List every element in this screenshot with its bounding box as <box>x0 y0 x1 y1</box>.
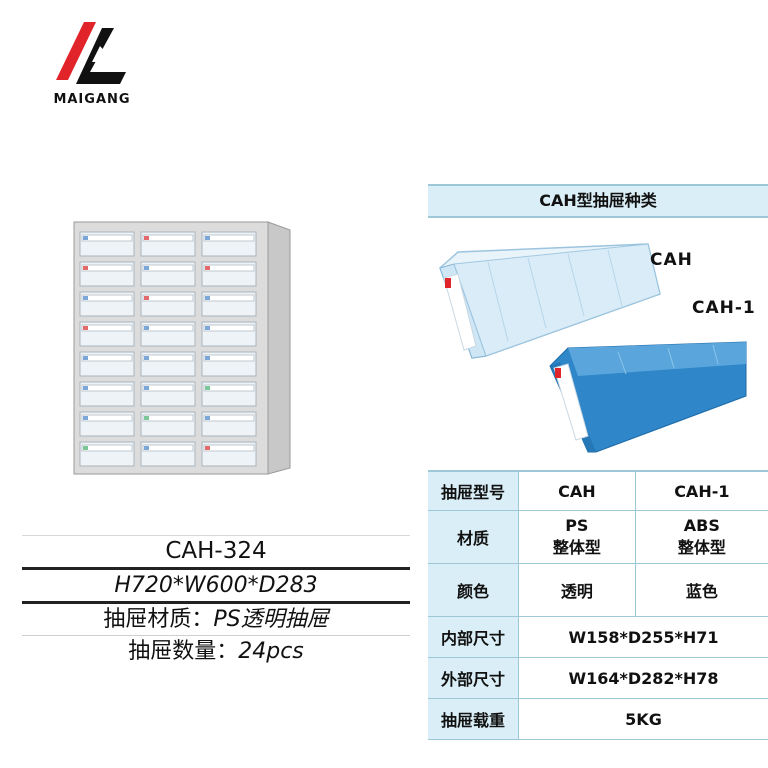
material-cah: PS 整体型 <box>518 510 636 564</box>
table-row: 颜色 透明 蓝色 <box>428 563 768 617</box>
drawer-illustration <box>439 243 747 453</box>
brand-name: MAIGANG <box>53 92 131 107</box>
drawer-label-cah-1: CAH-1 <box>692 298 756 318</box>
table-row: 外部尺寸 W164*D282*H78 <box>428 657 768 699</box>
blue-drawer-image <box>549 341 747 453</box>
product-dimensions: H720*W600*D283 <box>22 570 410 604</box>
material-cah-line2: 整体型 <box>552 538 601 557</box>
drawer-images: CAH CAH-1 <box>428 216 768 468</box>
table-row: 抽屉载重 5KG <box>428 698 768 740</box>
cabinet-illustration <box>73 221 291 475</box>
load-value: 5KG <box>518 698 768 740</box>
material-cah-1: ABS 整体型 <box>635 510 768 564</box>
model-cah-1: CAH-1 <box>635 470 768 511</box>
drawer-material-label: 抽屉材质： <box>103 607 214 632</box>
model-label: 抽屉型号 <box>428 470 519 511</box>
drawer-material-row: 抽屉材质：PS透明抽屉 <box>22 604 410 636</box>
inner-size-label: 内部尺寸 <box>428 616 519 658</box>
material-cah-1-line2: 整体型 <box>677 538 726 557</box>
material-label: 材质 <box>428 510 519 564</box>
outer-size-label: 外部尺寸 <box>428 657 519 699</box>
material-cah-line1: PS <box>565 516 589 535</box>
outer-size-value: W164*D282*H78 <box>518 657 768 699</box>
drawer-count-row: 抽屉数量：24pcs <box>22 636 410 667</box>
load-label: 抽屉载重 <box>428 698 519 740</box>
table-row: 抽屉型号 CAH CAH-1 <box>428 470 768 511</box>
model-cah: CAH <box>518 470 636 511</box>
drawer-material-value: PS透明抽屉 <box>213 607 329 632</box>
product-spec-panel: CAH-324 H720*W600*D283 抽屉材质：PS透明抽屉 抽屉数量：… <box>22 535 410 667</box>
cabinet-image <box>72 220 294 478</box>
table-row: 内部尺寸 W158*D255*H71 <box>428 616 768 658</box>
drawer-count-label: 抽屉数量： <box>128 639 239 664</box>
maigang-logo-icon <box>56 22 126 84</box>
brand-logo: MAIGANG <box>36 22 148 110</box>
drawer-spec-table: 抽屉型号 CAH CAH-1 材质 PS 整体型 ABS 整体型 颜色 透明 蓝… <box>428 470 768 740</box>
color-cah: 透明 <box>518 563 636 617</box>
inner-size-value: W158*D255*H71 <box>518 616 768 658</box>
drawer-count-value: 24pcs <box>238 639 304 664</box>
table-row: 材质 PS 整体型 ABS 整体型 <box>428 510 768 564</box>
color-label: 颜色 <box>428 563 519 617</box>
clear-drawer-image <box>439 243 661 359</box>
product-model: CAH-324 <box>22 535 410 570</box>
color-cah-1: 蓝色 <box>635 563 768 617</box>
drawer-types-header: CAH型抽屉种类 <box>428 184 768 218</box>
material-cah-1-line1: ABS <box>683 516 720 535</box>
drawer-label-cah: CAH <box>650 250 693 270</box>
